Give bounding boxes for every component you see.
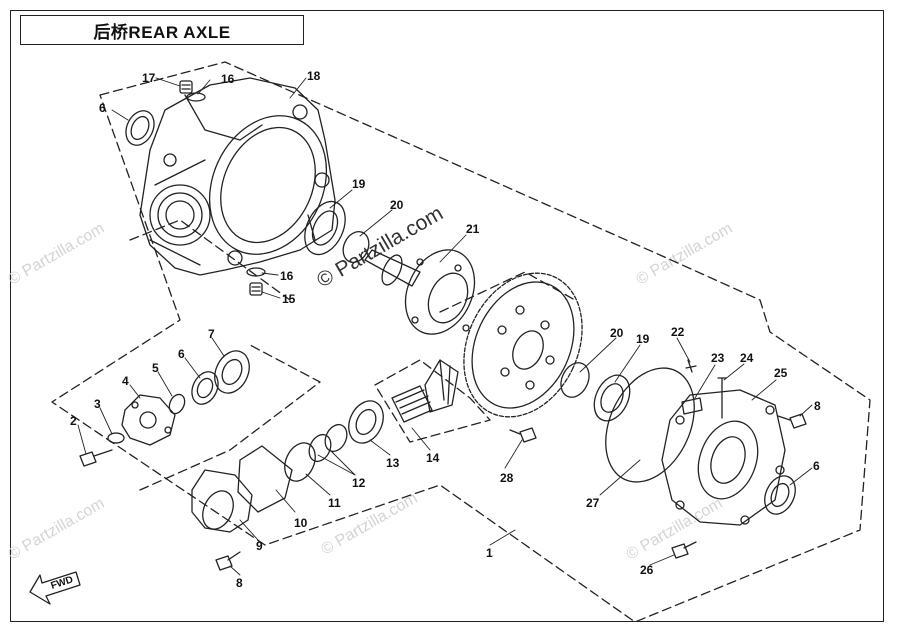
callout-3: 3 [94,397,101,411]
flange-bolt [79,449,113,467]
cover-bolt-lower [671,541,697,559]
cover-o-ring [605,367,695,483]
callout-6-input: 6 [178,347,185,361]
drive-pinion [391,359,459,423]
callout-7: 7 [208,327,215,341]
shim-left [342,230,370,264]
diagram-frame [10,10,884,622]
snap-ring-a [324,423,348,453]
differential-cover [661,389,786,526]
differential-case [364,249,476,335]
callout-2: 2 [70,414,77,428]
watermark-right: © Partzilla.com [634,220,736,289]
rear-axle-housing [139,77,336,276]
callout-8-housing: 8 [236,576,243,590]
callout-23: 23 [711,351,725,365]
title-box: 后桥REAR AXLE [20,15,304,45]
callout-12: 12 [352,476,366,490]
bearing-housing-side [304,200,346,256]
sub-boundary-flange [139,344,321,491]
snap-ring-b [308,433,332,463]
callout-5: 5 [152,361,159,375]
sub-boundary-pinion [374,359,491,443]
oil-seal-top [125,110,155,146]
watermark-left: © Partzilla.com [6,220,108,289]
callout-8-cover: 8 [814,399,821,413]
pinion-bearing [348,400,384,444]
callout-19-right: 19 [636,332,650,346]
oil-seal-input [191,371,219,405]
filler-plug [179,80,193,94]
callout-16-top: 16 [221,72,235,86]
input-bearing [214,350,250,394]
flange-washer [107,432,125,444]
callout-labels: 1 2 3 4 5 6 6 6 7 8 8 9 10 11 12 13 14 1… [70,69,821,590]
callout-27: 27 [586,496,600,510]
case-bolt [509,427,537,443]
callout-13: 13 [386,456,400,470]
fwd-arrow: FWD [29,571,81,605]
sealing-washer-top [186,92,206,102]
bearing-cover-side [593,374,631,422]
callout-21: 21 [466,222,480,236]
breather-fitting [685,359,697,373]
cover-bolt-upper [777,413,807,429]
ring-gear [463,272,583,418]
drain-plug [249,282,263,296]
sub-boundary-gear [439,271,576,313]
housing-bolt [215,551,241,571]
callout-6-cover: 6 [813,459,820,473]
callout-22: 22 [671,325,685,339]
callout-6-top: 6 [99,101,106,115]
gasket [237,445,293,513]
callout-4: 4 [122,374,129,388]
callout-11: 11 [328,496,341,510]
sealing-washer-bottom [246,267,266,277]
callout-24: 24 [740,351,754,365]
shim-right [560,362,590,398]
callout-17: 17 [142,71,156,85]
callout-18: 18 [307,69,321,83]
callout-28: 28 [500,471,514,485]
callout-1: 1 [486,546,493,560]
oil-seal-cover [764,475,796,515]
callout-15: 15 [282,292,296,306]
diagram-title: 后桥REAR AXLE [93,22,231,42]
snap-ring-input [168,393,186,415]
callout-14: 14 [426,451,440,465]
callout-10: 10 [294,516,308,530]
o-ring-pinion [284,442,316,482]
callout-25: 25 [774,366,788,380]
callout-19-left: 19 [352,177,366,191]
input-flange [121,394,176,446]
callout-26: 26 [640,563,654,577]
leader-lines [77,77,813,576]
callout-20-left: 20 [390,198,404,212]
pinion-bearing-housing [191,469,253,533]
callout-16-bottom: 16 [280,269,294,283]
cover-gasket-tab [681,397,703,415]
watermark-bottom-left: © Partzilla.com [6,495,108,564]
dowel-pin [717,377,727,419]
callout-9: 9 [256,539,263,553]
assembly-boundary [51,61,871,623]
callout-20-right: 20 [610,326,624,340]
